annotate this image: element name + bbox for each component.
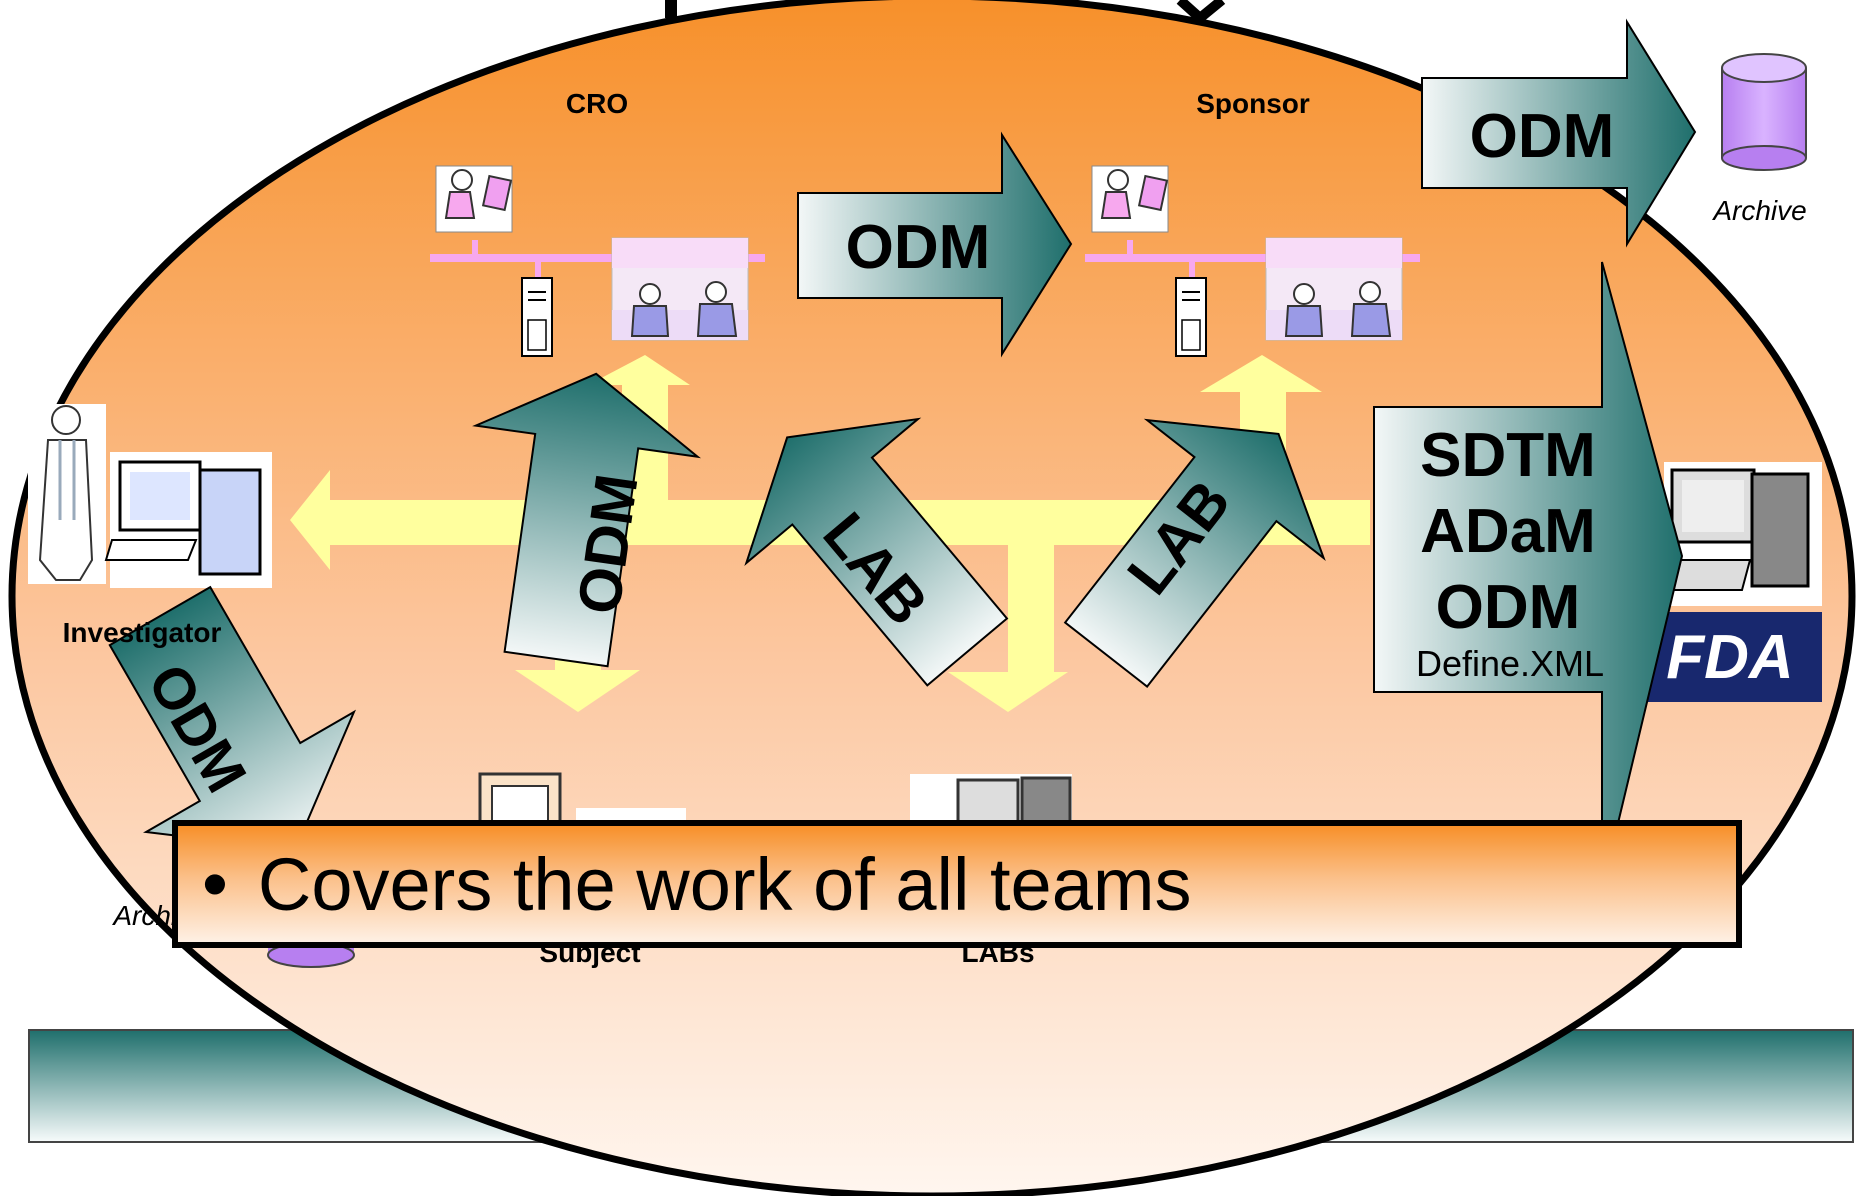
- bullet-text: Covers the work of all teams: [257, 842, 1192, 926]
- label-odm-cro-to-sponsor: ODM: [846, 213, 991, 282]
- label-odm-sponsor-to-archive: ODM: [1470, 102, 1615, 171]
- node-label-investigator: Investigator: [63, 617, 222, 648]
- submission-arrow-sponsor-to-fda: [1373, 261, 1684, 891]
- bullet-marker: •: [202, 842, 228, 925]
- archive-cylinder-top: [1721, 53, 1807, 171]
- investigator-computer-icon: [104, 452, 272, 588]
- odm-arrow-cro-to-sponsor: [797, 131, 1073, 358]
- bullet-callout-box: • Covers the work of all teams: [172, 820, 1742, 948]
- submission-adam: ADaM: [1420, 497, 1596, 566]
- node-label-cro: CRO: [566, 88, 628, 119]
- sponsor-workstation-network: [1085, 165, 1420, 357]
- node-label-sponsor: Sponsor: [1196, 88, 1310, 119]
- lab-arrow-labs-to-sponsor: [1063, 418, 1326, 688]
- title-fragment-left: [665, 0, 677, 18]
- investigator-doctor-icon: [28, 404, 106, 584]
- fda-computer-icon: [1662, 462, 1822, 606]
- cro-workstation-network: [430, 165, 765, 357]
- odm-arrow-sponsor-to-archive: [1421, 18, 1697, 248]
- odm-arrow-investigator-to-cro: [472, 372, 702, 668]
- fda-logo: FDA: [1638, 612, 1822, 702]
- svg-text:FDA: FDA: [1666, 623, 1793, 692]
- node-label-archive-top: Archive: [1711, 195, 1806, 226]
- title-fragment-right: [1176, 0, 1226, 25]
- submission-sdtm: SDTM: [1420, 421, 1596, 490]
- submission-odm: ODM: [1436, 573, 1581, 642]
- submission-define-xml: Define.XML: [1416, 643, 1604, 684]
- lab-arrow-labs-to-cro: [744, 417, 1009, 687]
- odm-arrow-investigator-to-archive: [108, 585, 357, 851]
